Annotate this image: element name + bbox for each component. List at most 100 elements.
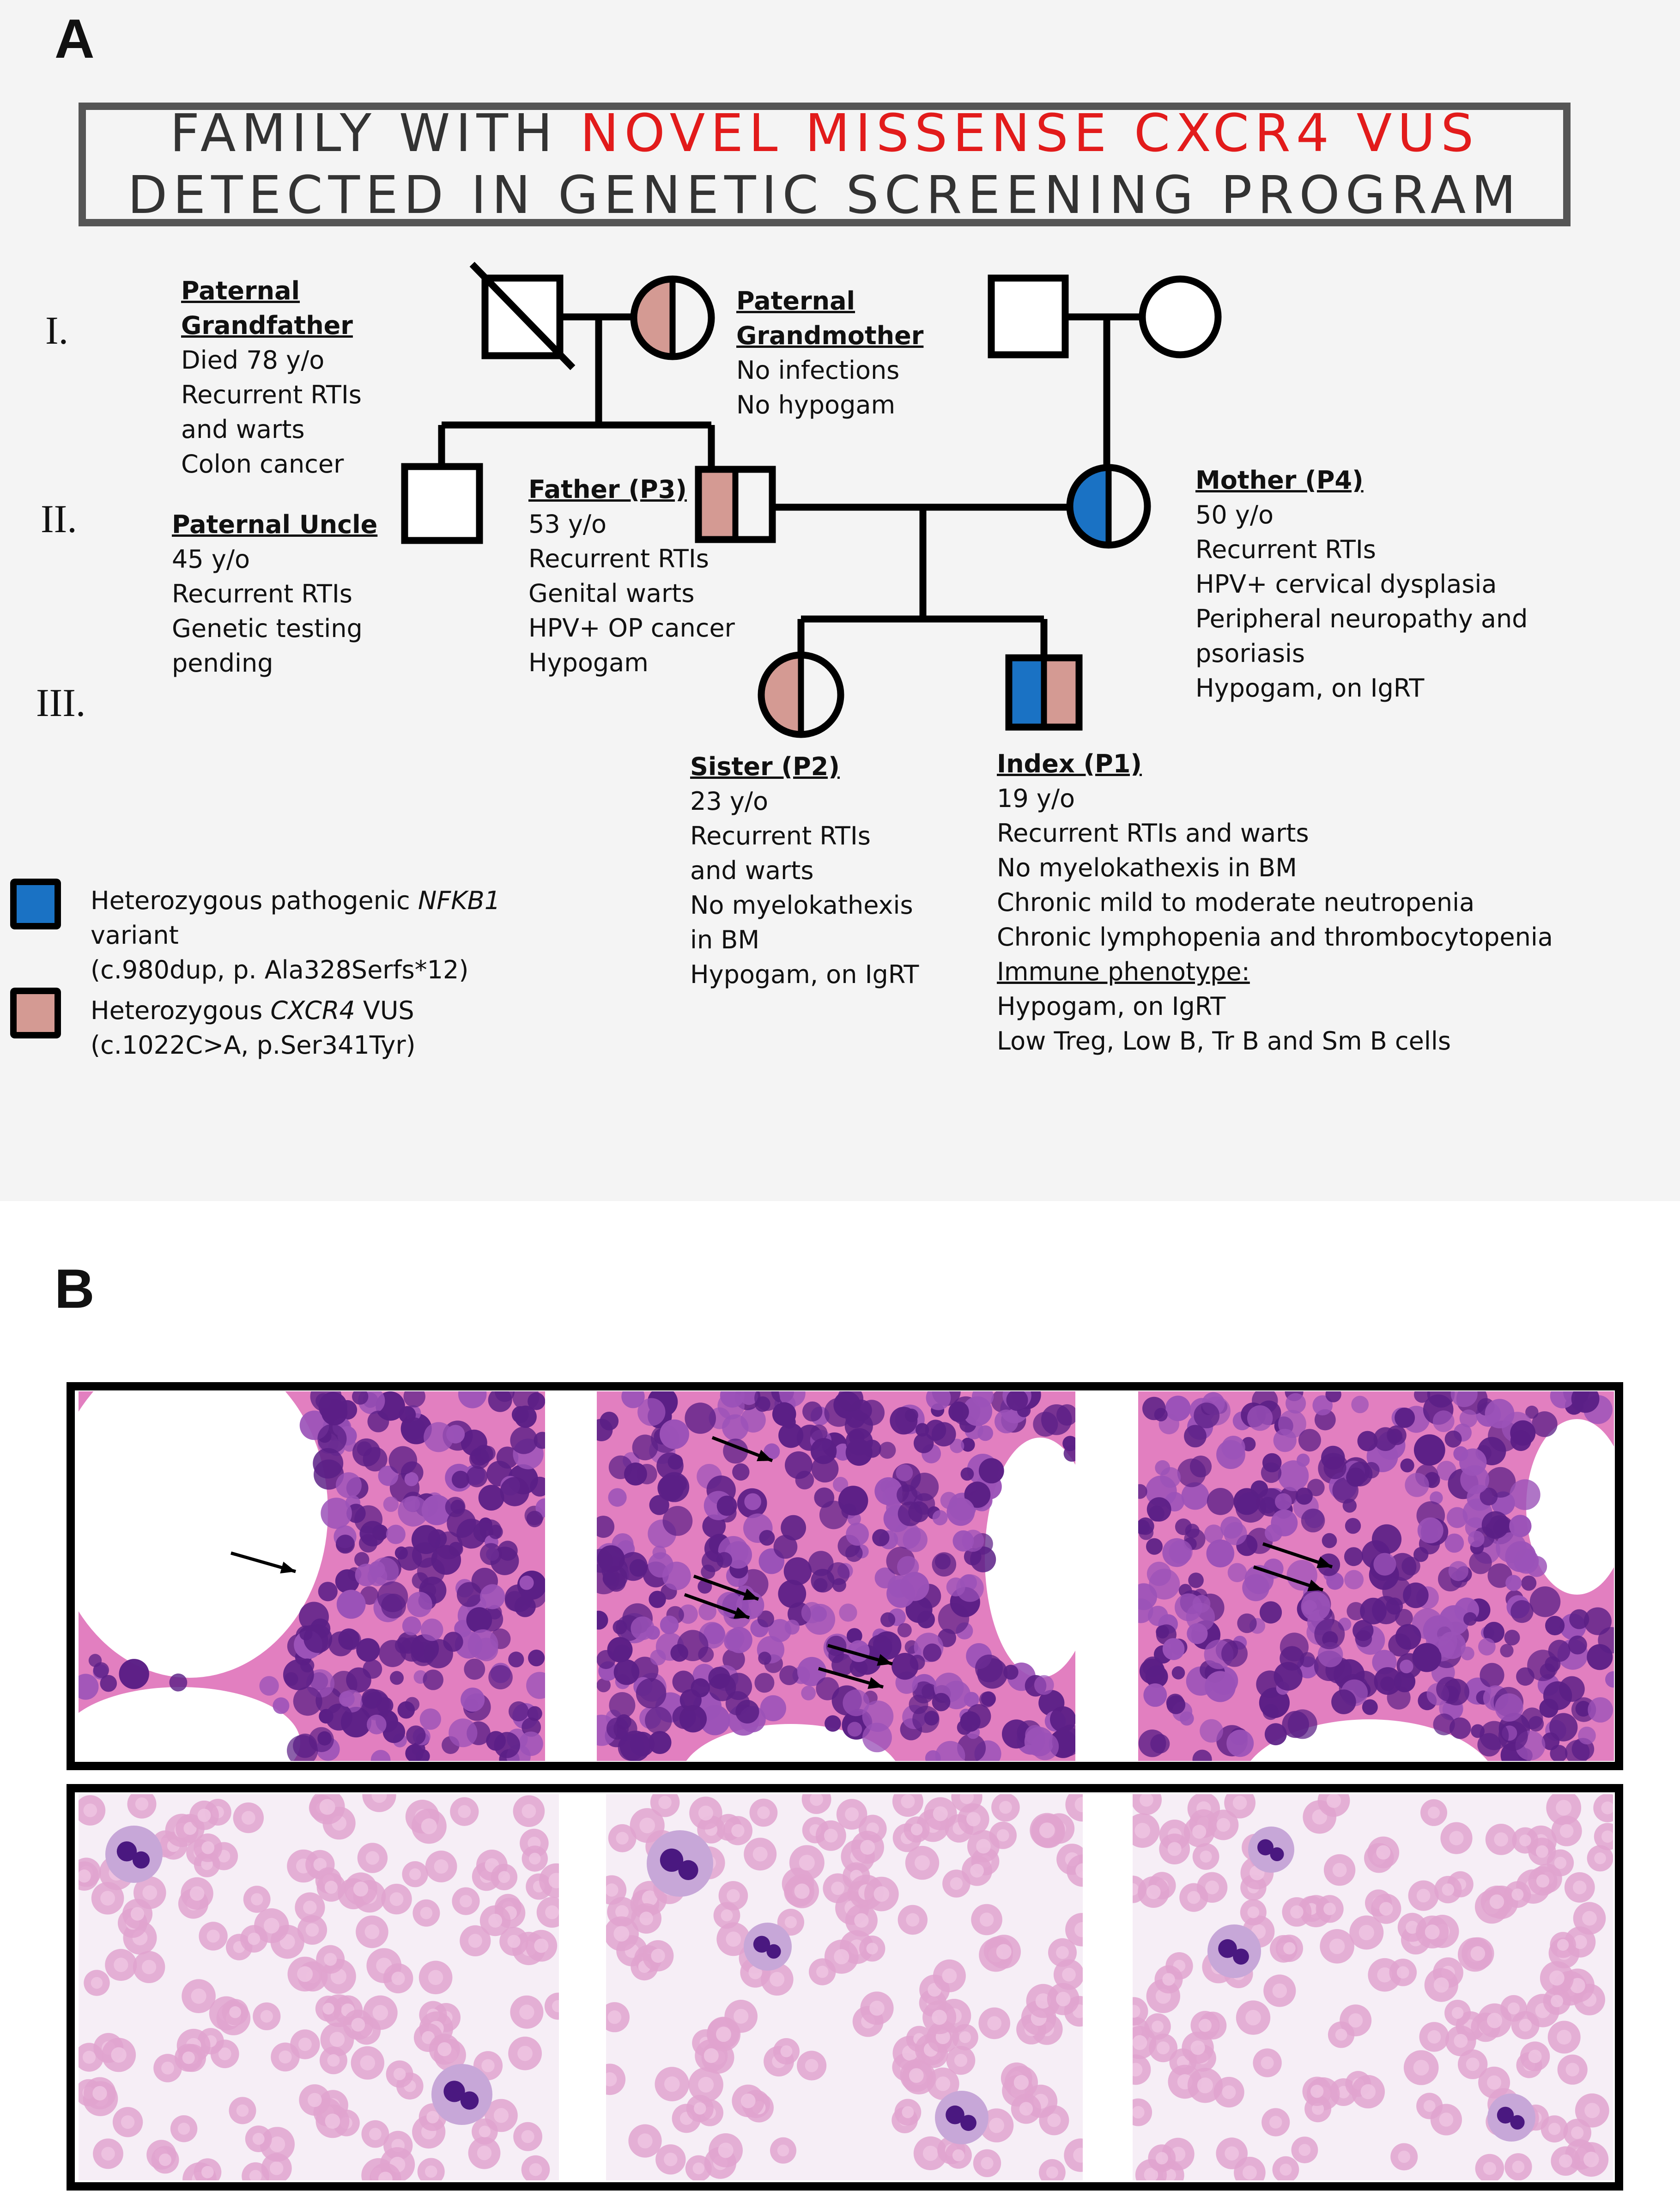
cell-nucleus: [608, 1488, 627, 1507]
rbc-center: [1556, 1800, 1572, 1816]
paternal-uncle-detail: Recurrent RTIs: [172, 579, 352, 608]
rbc-center: [319, 1799, 335, 1815]
rbc-center: [269, 2161, 284, 2175]
rbc-center: [529, 2163, 542, 2176]
cell-nucleus: [1565, 1740, 1590, 1761]
cell-nucleus: [1184, 1425, 1207, 1448]
cell-nucleus: [1146, 1497, 1171, 1522]
sister-info: Sister (P2) 23 y/o Recurrent RTIs and wa…: [690, 749, 919, 992]
rbc-center: [369, 2128, 382, 2140]
rbc-center: [1133, 2063, 1143, 2077]
fat-vacuole: [985, 1438, 1075, 1678]
cell-nucleus: [972, 1391, 994, 1408]
cell-nucleus: [785, 1451, 813, 1479]
cell-nucleus: [879, 1442, 896, 1459]
fat-vacuole: [79, 1687, 300, 1761]
rbc-center: [1376, 1845, 1391, 1860]
cell-nucleus: [1583, 1607, 1612, 1635]
rbc-center: [197, 1809, 211, 1822]
cell-nucleus: [1550, 1391, 1575, 1408]
rbc-center: [83, 1803, 97, 1817]
cell-nucleus: [100, 1675, 117, 1692]
legend-text: (c.1022C>A, p.Ser341Tyr): [91, 1031, 416, 1060]
rbc-center: [1470, 1946, 1486, 1961]
rbc-center: [303, 1900, 317, 1914]
rbc-center: [1406, 1921, 1419, 1934]
rbc-center: [91, 1977, 103, 1989]
rbc-center: [1062, 1967, 1076, 1982]
rbc-center: [831, 1881, 845, 1895]
cell-nucleus: [406, 1725, 426, 1745]
sister-detail: in BM: [690, 925, 760, 954]
panel-b-label: B: [55, 1258, 95, 1320]
cell-nucleus: [1295, 1487, 1313, 1505]
rbc-center: [1329, 1938, 1345, 1954]
rbc-center: [1198, 2019, 1212, 2032]
rbc-center: [548, 1873, 559, 1888]
rbc-center: [639, 1912, 653, 1925]
cell-nucleus: [847, 1512, 861, 1526]
rbc-center: [989, 2118, 1004, 2133]
cell-nucleus: [1481, 1511, 1510, 1539]
rbc-center: [716, 2027, 731, 2042]
sister-detail: No myelokathexis: [690, 891, 913, 920]
legend-text: Heterozygous: [91, 996, 271, 1025]
cell-nucleus: [367, 1410, 389, 1432]
cell-nucleus: [359, 1534, 378, 1553]
cell-nucleus: [1432, 1410, 1455, 1432]
cell-nucleus: [1355, 1630, 1372, 1647]
cell-nucleus: [1373, 1427, 1398, 1451]
title-line-2: DETECTED IN GENETIC SCREENING PROGRAM: [127, 165, 1522, 225]
rbc-center: [748, 1966, 762, 1979]
cell-nucleus: [1235, 1492, 1266, 1523]
cell-nucleus: [431, 1545, 461, 1575]
cell-nucleus: [660, 1419, 689, 1449]
cell-nucleus: [1549, 1713, 1578, 1742]
cell-nucleus: [504, 1591, 525, 1611]
cell-nucleus: [600, 1412, 619, 1431]
rbc-center: [79, 1869, 91, 1883]
cell-nucleus: [1345, 1518, 1361, 1534]
cell-nucleus: [613, 1644, 631, 1662]
cell-nucleus: [1146, 1538, 1163, 1555]
cell-nucleus: [1504, 1630, 1520, 1645]
rbc-center: [909, 2068, 924, 2083]
fat-vacuole: [1526, 1419, 1614, 1595]
cell-nucleus: [1050, 1706, 1075, 1733]
cell-nucleus: [335, 1472, 362, 1499]
rbc-center: [1548, 2123, 1561, 2135]
cell-nucleus: [754, 1391, 780, 1411]
red-blood-cell: [1067, 1854, 1083, 1887]
cell-nucleus: [1301, 1591, 1331, 1621]
cell-nucleus: [403, 1391, 425, 1408]
cell-nucleus: [613, 1620, 627, 1634]
rbc-center: [718, 2142, 734, 2158]
sister-detail: Recurrent RTIs: [690, 821, 871, 850]
paternal-grandmother-symbol: [630, 275, 715, 360]
cell-nucleus: [1529, 1586, 1561, 1617]
rbc-center: [642, 1890, 658, 1906]
cell-nucleus: [897, 1623, 912, 1638]
red-blood-cell: [544, 1992, 559, 2020]
legend-text: (c.980dup, p. Ala328Serfs*12): [91, 955, 469, 984]
legend-text: Heterozygous pathogenic: [91, 886, 418, 915]
cell-nucleus: [1548, 1639, 1571, 1662]
cell-nucleus: [1444, 1533, 1464, 1553]
cell-nucleus: [1485, 1399, 1515, 1429]
cell-nucleus: [488, 1665, 513, 1690]
rbc-center: [639, 1817, 655, 1833]
cell-nucleus: [1247, 1405, 1273, 1431]
white-cell-nucleus: [753, 1936, 770, 1953]
rbc-center: [248, 1932, 261, 1945]
cell-nucleus: [759, 1530, 775, 1546]
rbc-center: [1157, 2041, 1170, 2055]
cell-nucleus: [1139, 1658, 1165, 1684]
rbc-center: [970, 1863, 984, 1878]
rbc-center: [976, 1839, 991, 1854]
rbc-center: [325, 2113, 340, 2129]
rbc-center: [1074, 1797, 1083, 1812]
rbc-center: [1565, 2063, 1579, 2076]
cell-nucleus: [1160, 1467, 1181, 1488]
rbc-center: [698, 1805, 713, 1821]
rbc-center: [1449, 1831, 1464, 1845]
